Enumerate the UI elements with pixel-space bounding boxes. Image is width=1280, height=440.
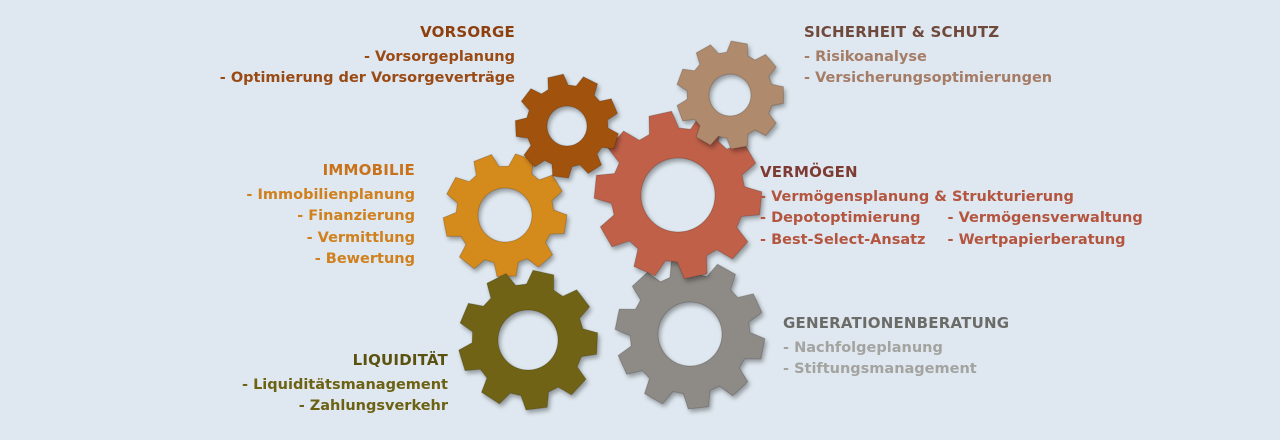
- list-item: - Wertpapierberatung: [947, 231, 1126, 248]
- list-item: - Best-Select-Ansatz: [760, 231, 926, 248]
- list-item: - Nachfolgeplanung: [783, 339, 943, 356]
- list-item: - Optimierung der Vorsorgeverträge: [219, 70, 515, 86]
- section-title-liquiditaet: LIQUIDITÄT: [352, 351, 448, 369]
- list-item: - Vermögensverwaltung: [947, 210, 1143, 226]
- gear-icon: [442, 153, 568, 278]
- list-item: - Vorsorgeplanung: [363, 48, 515, 65]
- list-item: - Vermögensplanung & Strukturierung: [760, 188, 1074, 205]
- section-title-immobilie: IMMOBILIE: [322, 161, 415, 179]
- list-item: - Vermittlung: [306, 229, 415, 246]
- list-item: - Immobilienplanung: [246, 186, 415, 203]
- gear-icon: [614, 258, 766, 410]
- list-item: - Stiftungsmanagement: [783, 361, 977, 377]
- list-item: - Finanzierung: [297, 208, 415, 224]
- vermoegen-two-column-list: - Depotoptimierung - Vermögensverwaltung…: [760, 208, 1143, 251]
- section-vermoegen: VERMÖGEN - Vermögensplanung & Strukturie…: [760, 162, 1143, 251]
- section-title-vermoegen: VERMÖGEN: [760, 163, 858, 181]
- section-title-vorsorge: VORSORGE: [420, 23, 515, 41]
- section-immobilie: IMMOBILIE - Immobilienplanung - Finanzie…: [246, 160, 415, 271]
- list-item: - Bewertung: [314, 251, 415, 267]
- section-vorsorge: VORSORGE - Vorsorgeplanung - Optimierung…: [220, 22, 515, 90]
- gear-icon: [514, 73, 619, 179]
- list-item: - Risikoanalyse: [804, 48, 927, 65]
- section-title-generationenberatung: GENERATIONENBERATUNG: [783, 314, 1010, 332]
- section-sicherheit-schutz: SICHERHEIT & SCHUTZ - Risikoanalyse - Ve…: [804, 22, 1052, 90]
- list-item: - Liquiditätsmanagement: [242, 376, 448, 393]
- section-title-sicherheit-schutz: SICHERHEIT & SCHUTZ: [804, 23, 1000, 41]
- gear-icon: [458, 269, 599, 411]
- section-generationenberatung: GENERATIONENBERATUNG - Nachfolgeplanung …: [783, 313, 1009, 381]
- gear-icon: [676, 40, 784, 150]
- section-liquiditaet: LIQUIDITÄT - Liquiditätsmanagement - Zah…: [242, 350, 448, 418]
- list-item: - Zahlungsverkehr: [298, 398, 448, 414]
- list-item: - Versicherungsoptimierungen: [804, 70, 1053, 86]
- list-item: - Depotoptimierung: [760, 210, 921, 226]
